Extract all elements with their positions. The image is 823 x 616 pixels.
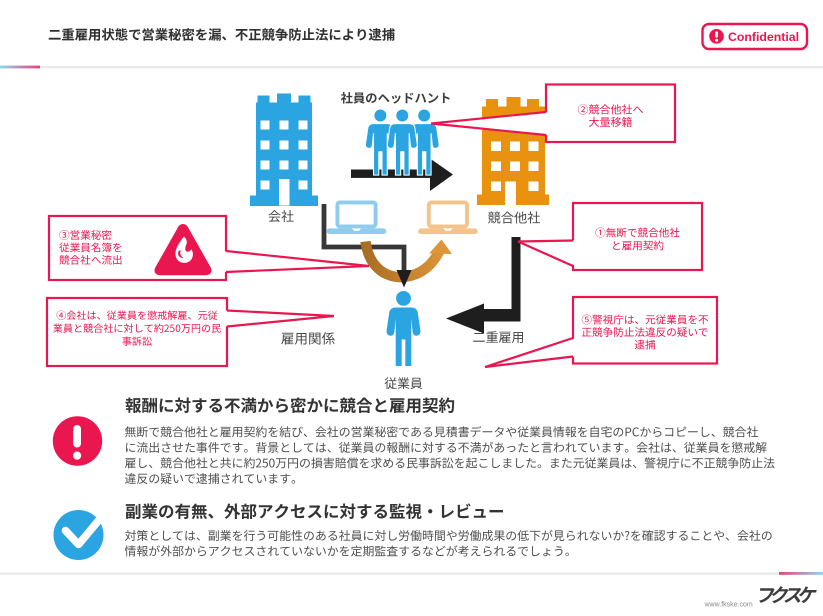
- svg-text:www.fkske.com: www.fkske.com: [704, 602, 753, 609]
- svg-text:Confidential: Confidential: [728, 30, 799, 44]
